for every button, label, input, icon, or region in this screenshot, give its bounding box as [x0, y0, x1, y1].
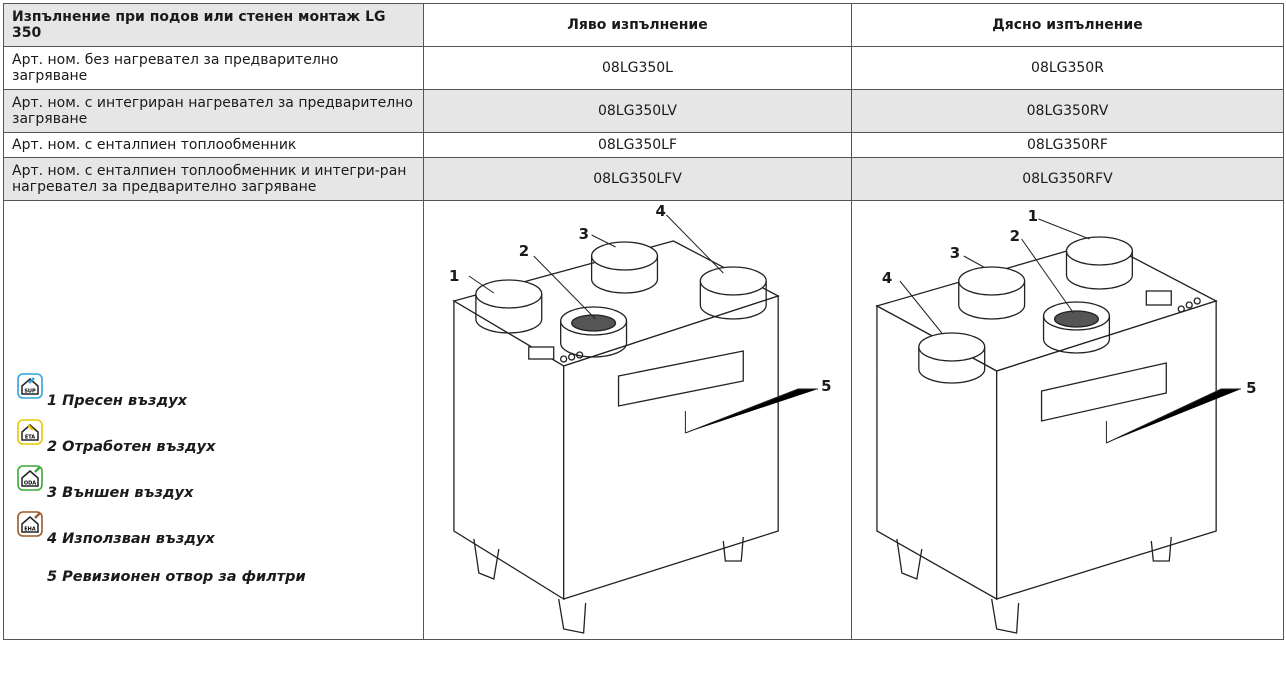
legend-cell: SUP 1 Пресен въздух ETA 2 Отработен възд… — [3, 200, 424, 640]
right-version-drawing-cell: 1 2 3 4 5 — [851, 200, 1284, 640]
header-variant: Изпълнение при подов или стенен монтаж L… — [3, 3, 424, 47]
right-unit-drawing: 1 2 3 4 5 — [875, 207, 1256, 634]
article-right: 08LG350RV — [851, 89, 1284, 133]
left-unit-drawing: 1 2 3 4 5 — [449, 202, 831, 634]
outdoor-air-icon: ODA — [17, 465, 43, 491]
svg-text:SUP: SUP — [24, 389, 36, 395]
callout-2-left: 2 — [519, 242, 529, 260]
row-label: Арт. ном. с енталпиен топлообменник — [3, 132, 424, 158]
extract-air-icon: ETA — [17, 419, 43, 445]
table-row: Арт. ном. с енталпиен топлообменник и ин… — [3, 157, 1284, 201]
callout-4-left: 4 — [655, 202, 665, 220]
article-right: 08LG350RF — [851, 132, 1284, 158]
legend-label: 2 Отработен въздух — [47, 439, 216, 455]
callout-1-right: 1 — [1028, 207, 1038, 225]
article-left: 08LG350LV — [423, 89, 852, 133]
callout-2-right: 2 — [1010, 227, 1020, 245]
legend-item: SUP 1 Пресен въздух — [17, 373, 417, 419]
callout-3-left: 3 — [579, 225, 589, 243]
legend-label: 4 Използван въздух — [47, 531, 215, 547]
illustration-row: SUP 1 Пресен въздух ETA 2 Отработен възд… — [3, 200, 1284, 640]
header-right-version: Дясно изпълнение — [851, 3, 1284, 47]
legend-label: 5 Ревизионен отвор за филтри — [47, 569, 306, 585]
svg-text:EHA: EHA — [24, 527, 36, 533]
callout-3-right: 3 — [950, 244, 960, 262]
legend-item: ETA 2 Отработен въздух — [17, 419, 417, 465]
row-label: Арт. ном. с енталпиен топлообменник и ин… — [3, 157, 424, 201]
article-left: 08LG350LF — [423, 132, 852, 158]
legend-label: 3 Външен въздух — [47, 485, 194, 501]
callout-5-right: 5 — [1246, 379, 1256, 397]
left-version-drawing-cell: 1 2 3 4 5 — [423, 200, 852, 640]
article-right: 08LG350R — [851, 46, 1284, 90]
table-row: Арт. ном. без нагревател за предварителн… — [3, 46, 1284, 90]
legend-label: 1 Пресен въздух — [47, 393, 187, 409]
svg-text:ETA: ETA — [25, 435, 35, 441]
article-right: 08LG350RFV — [851, 157, 1284, 201]
row-label: Арт. ном. с интегриран нагревател за пре… — [3, 89, 424, 133]
spec-table: Изпълнение при подов или стенен монтаж L… — [3, 3, 1284, 640]
legend-item: ODA 3 Външен въздух — [17, 465, 417, 511]
legend-item: EHA 4 Използван въздух — [17, 511, 417, 557]
svg-text:ODA: ODA — [24, 481, 36, 487]
legend-item: 5 Ревизионен отвор за филтри — [17, 563, 417, 593]
callout-1-left: 1 — [449, 267, 459, 285]
callout-5-left: 5 — [821, 377, 831, 395]
legend: SUP 1 Пресен въздух ETA 2 Отработен възд… — [17, 373, 417, 593]
exhaust-air-icon: EHA — [17, 511, 43, 537]
callout-4-right: 4 — [882, 269, 892, 287]
row-label: Арт. ном. без нагревател за предварителн… — [3, 46, 424, 90]
table-row: Арт. ном. с енталпиен топлообменник 08LG… — [3, 132, 1284, 158]
header-row: Изпълнение при подов или стенен монтаж L… — [3, 3, 1284, 47]
article-left: 08LG350L — [423, 46, 852, 90]
header-left-version: Ляво изпълнение — [423, 3, 852, 47]
table-row: Арт. ном. с интегриран нагревател за пре… — [3, 89, 1284, 133]
article-left: 08LG350LFV — [423, 157, 852, 201]
supply-air-icon: SUP — [17, 373, 43, 399]
